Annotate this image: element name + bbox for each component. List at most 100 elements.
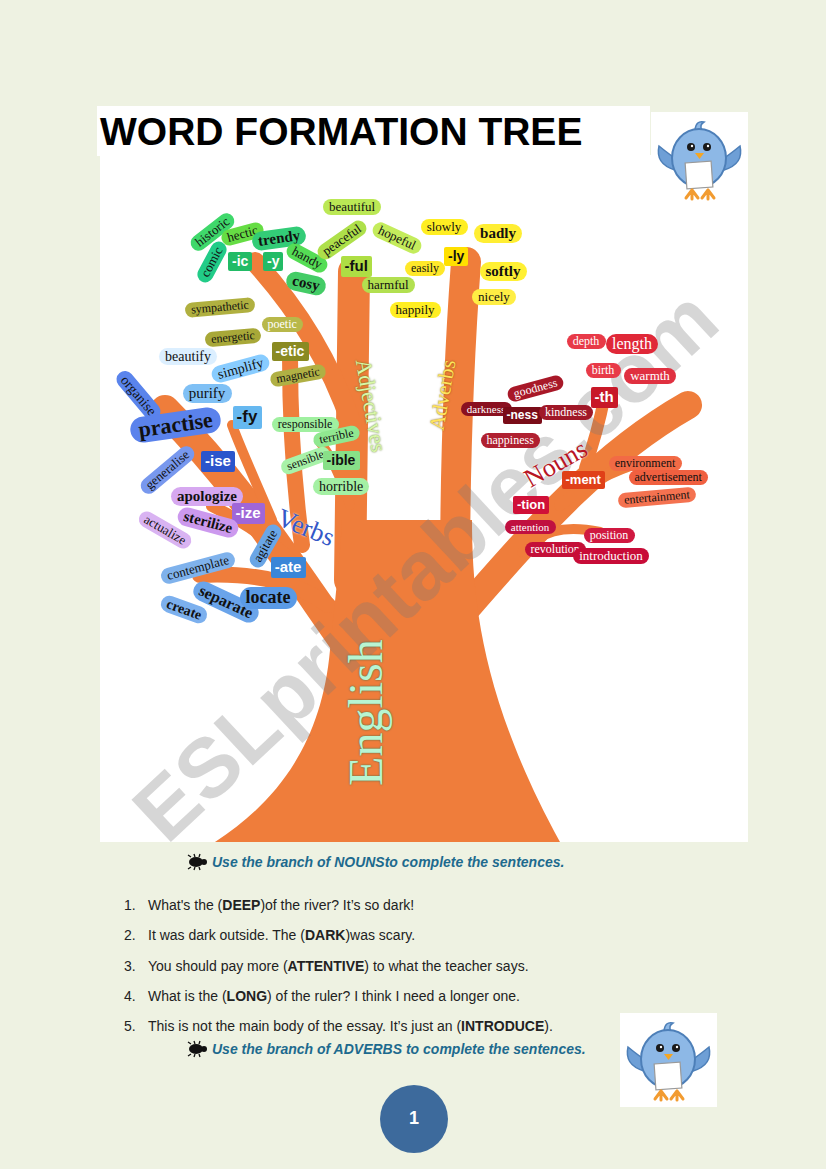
suffix-tag: -fy	[233, 406, 262, 429]
leaf-word: position	[584, 528, 635, 543]
page-title: WORD FORMATION TREE	[100, 110, 582, 155]
leaf-word: responsible	[272, 417, 339, 432]
leaf-shape	[480, 262, 527, 281]
leaf-word: harmful	[362, 277, 415, 293]
leaf-shape	[171, 487, 243, 506]
instruction: Use the branch of NOUNSto complete the s…	[212, 854, 564, 870]
leaf-word: badly	[474, 224, 522, 243]
leaf-word: warmth	[624, 368, 676, 384]
sentence-text: )of the river? It’s so dark!	[260, 897, 414, 913]
tag-shape	[228, 252, 252, 271]
word-text: simplify	[215, 355, 264, 382]
sentence-text: This is not the main body of the essay. …	[148, 1018, 461, 1034]
leaf-shape	[262, 317, 303, 332]
word-text: kindness	[545, 406, 587, 419]
sentence-text: It was dark outside. The (	[148, 927, 305, 943]
word-text: harmful	[368, 278, 409, 292]
suffix-tag: -ic	[228, 252, 252, 271]
word-text: softly	[486, 263, 521, 280]
sentence-text: What is the (	[148, 988, 227, 1004]
word-text: -ly	[448, 249, 464, 264]
leaf-shape	[184, 296, 255, 317]
word-text: easily	[411, 262, 439, 275]
word-text: -y	[267, 254, 279, 269]
bird-picture	[651, 112, 748, 206]
sentence-text: What's the (	[148, 897, 222, 913]
leaf-word: environment	[609, 456, 682, 471]
word-text: purify	[189, 385, 226, 402]
leaf-word: softly	[480, 262, 527, 281]
word-text: nicely	[478, 290, 510, 304]
word-text: create	[164, 596, 203, 623]
word-text: badly	[480, 225, 516, 242]
bug-icon	[188, 854, 207, 870]
leaf-shape	[183, 384, 232, 403]
suffix-tag: -ful	[341, 256, 372, 277]
word-text: revolution	[531, 543, 580, 556]
suffix-tag: -ate	[271, 557, 306, 578]
leaf-shape	[362, 277, 415, 293]
word-text: -ment	[566, 473, 601, 487]
sentence-number: 2.	[124, 927, 136, 943]
base-word: DEEP	[222, 897, 260, 913]
word-text: -ize	[236, 505, 261, 522]
trunk-name: English	[337, 639, 392, 786]
leaf-shape	[240, 587, 297, 609]
word-text: responsible	[278, 418, 333, 431]
leaf-shape	[128, 406, 222, 444]
leaf-shape	[472, 289, 516, 305]
leaf-shape	[269, 363, 327, 387]
leaf-word: horrible	[313, 478, 369, 495]
leaf-shape	[505, 520, 556, 534]
sentence-number: 5.	[124, 1018, 136, 1034]
leaf-shape	[567, 334, 606, 349]
leaf-word: simplify	[209, 352, 270, 384]
leaf-shape	[629, 470, 708, 485]
word-text: attention	[511, 521, 550, 533]
leaf-word: slowly	[421, 219, 468, 235]
tag-shape	[233, 406, 262, 429]
leaf-shape	[204, 327, 261, 347]
leaf-word: contemplate	[159, 550, 237, 585]
sentence-number: 3.	[124, 958, 136, 974]
leaf-shape	[209, 352, 270, 384]
word-text: depth	[573, 335, 600, 348]
word-text: generalise	[142, 448, 192, 493]
sentence-number: 4.	[124, 988, 136, 1004]
leaf-shape	[584, 528, 635, 543]
suffix-tag: -ize	[232, 503, 265, 524]
leaf-shape	[609, 456, 682, 471]
leaf-word: nicely	[472, 289, 516, 305]
leaf-word: happily	[390, 302, 441, 318]
leaf-shape	[586, 363, 621, 378]
sentence-number: 1.	[124, 897, 136, 913]
leaf-shape	[272, 417, 339, 432]
tag-shape	[271, 557, 306, 578]
leaf-word: cosy	[284, 270, 327, 297]
suffix-tag: -ise	[201, 451, 235, 472]
sentence-text: ) of the ruler? I think I need a longer …	[267, 988, 520, 1004]
leaf-word: beautiful	[323, 199, 381, 215]
leaf-shape	[195, 239, 230, 285]
tag-shape	[341, 256, 372, 277]
word-text: length	[612, 335, 652, 353]
leaf-word: entertainment	[617, 486, 696, 508]
page-number-badge: 1	[380, 1085, 448, 1153]
leaf-shape	[136, 509, 194, 552]
word-text: -etic	[276, 344, 305, 359]
leaf-shape	[159, 593, 210, 625]
branch	[232, 425, 272, 520]
sentence-text: You should pay more (	[148, 958, 288, 974]
title-ground	[97, 106, 650, 156]
leaf-word: poetic	[262, 317, 303, 332]
leaf-word: easily	[405, 261, 445, 276]
base-word: ATTENTIVE	[288, 958, 365, 974]
word-text: happiness	[487, 434, 534, 447]
word-text: 1	[409, 1109, 419, 1129]
leaf-word: happiness	[481, 433, 540, 448]
word-text: beautiful	[329, 200, 375, 214]
word-text: slowly	[427, 220, 462, 234]
suffix-tag: -ible	[323, 451, 360, 470]
leaf-shape	[313, 478, 369, 495]
leaf-shape	[624, 368, 676, 384]
